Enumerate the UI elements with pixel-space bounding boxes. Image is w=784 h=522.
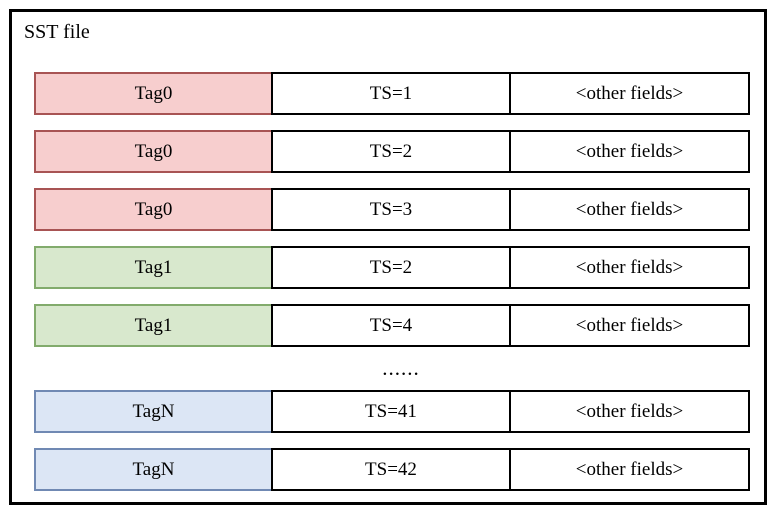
row-tag-cell: Tag0 <box>34 72 273 115</box>
row-timestamp-cell: TS=1 <box>271 72 511 115</box>
row-timestamp-cell: TS=3 <box>271 188 511 231</box>
row-timestamp-cell: TS=4 <box>271 304 511 347</box>
sst-file-label: SST file <box>24 21 90 43</box>
row-tag-cell: Tag0 <box>34 188 273 231</box>
row-other-fields-cell: <other fields> <box>509 72 750 115</box>
row-tag-cell: Tag1 <box>34 246 273 289</box>
row-other-fields-cell: <other fields> <box>509 390 750 433</box>
table-row: Tag1 TS=2 <other fields> <box>34 246 752 289</box>
row-timestamp-cell: TS=42 <box>271 448 511 491</box>
table-row: Tag0 TS=2 <other fields> <box>34 130 752 173</box>
row-tag-cell: TagN <box>34 448 273 491</box>
row-other-fields-cell: <other fields> <box>509 246 750 289</box>
ellipsis-row: ...... <box>34 357 752 379</box>
row-timestamp-cell: TS=2 <box>271 246 511 289</box>
row-timestamp-cell: TS=2 <box>271 130 511 173</box>
row-tag-cell: Tag1 <box>34 304 273 347</box>
row-tag-cell: TagN <box>34 390 273 433</box>
row-tag-cell: Tag0 <box>34 130 273 173</box>
table-row: TagN TS=41 <other fields> <box>34 390 752 433</box>
ellipsis-text: ...... <box>382 355 420 380</box>
table-row: Tag0 TS=1 <other fields> <box>34 72 752 115</box>
table-row: TagN TS=42 <other fields> <box>34 448 752 491</box>
row-other-fields-cell: <other fields> <box>509 130 750 173</box>
table-row: Tag1 TS=4 <other fields> <box>34 304 752 347</box>
row-timestamp-cell: TS=41 <box>271 390 511 433</box>
row-other-fields-cell: <other fields> <box>509 448 750 491</box>
record-list: Tag0 TS=1 <other fields> Tag0 TS=2 <othe… <box>12 12 770 508</box>
row-other-fields-cell: <other fields> <box>509 188 750 231</box>
row-other-fields-cell: <other fields> <box>509 304 750 347</box>
table-row: Tag0 TS=3 <other fields> <box>34 188 752 231</box>
sst-file-container: SST file Tag0 TS=1 <other fields> Tag0 T… <box>9 9 767 505</box>
